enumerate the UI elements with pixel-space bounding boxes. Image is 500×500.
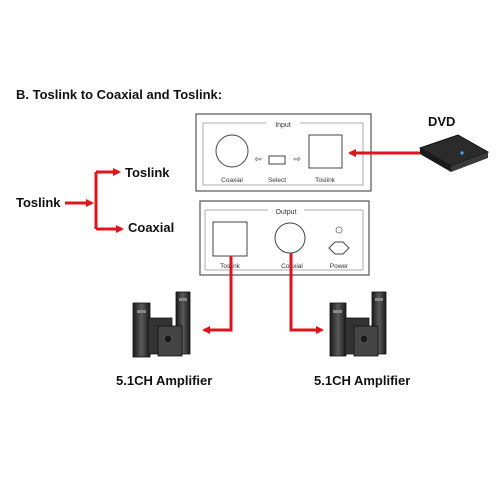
amplifier-right-speakers <box>329 291 387 357</box>
amplifier-right-label: 5.1CH Amplifier <box>314 373 410 388</box>
diagram-heading: B. Toslink to Coaxial and Toslink: <box>16 87 222 102</box>
input-panel: Input Coaxial ⇦ ⇨ Select Toslink <box>195 113 372 192</box>
input-toslink-label: Toslink <box>315 177 336 184</box>
input-coaxial-label: Coaxial <box>221 177 243 184</box>
arrow-left-icon: ⇦ <box>254 154 262 164</box>
input-toslink-port <box>308 134 343 169</box>
power-button[interactable] <box>328 241 350 255</box>
arrow-right-icon: ⇨ <box>293 154 301 164</box>
output-toslink-port <box>212 221 248 257</box>
signal-flow-tree <box>65 168 124 233</box>
output-coaxial-port <box>274 222 306 254</box>
select-button[interactable] <box>268 155 286 165</box>
dvd-label: DVD <box>428 114 455 129</box>
coaxial-to-right-amp-cable <box>289 253 324 334</box>
select-label: Select <box>268 177 286 184</box>
dvd-player <box>418 134 490 172</box>
input-coaxial-port <box>215 134 249 168</box>
output-panel-title: Output <box>275 209 296 216</box>
input-panel-title: Input <box>275 122 291 129</box>
output-panel: Output Toslink Coaxial Power <box>199 200 370 276</box>
flow-branch-top-label: Toslink <box>125 165 170 180</box>
amplifier-left-speakers <box>132 291 191 358</box>
flow-source-label: Toslink <box>16 195 61 210</box>
toslink-to-left-amp-cable <box>202 256 233 334</box>
output-panel-frame <box>199 200 370 276</box>
flow-branch-bottom-label: Coaxial <box>128 220 174 235</box>
power-indicator-icon <box>335 226 343 234</box>
output-power-label: Power <box>330 263 349 270</box>
amplifier-left-label: 5.1CH Amplifier <box>116 373 212 388</box>
